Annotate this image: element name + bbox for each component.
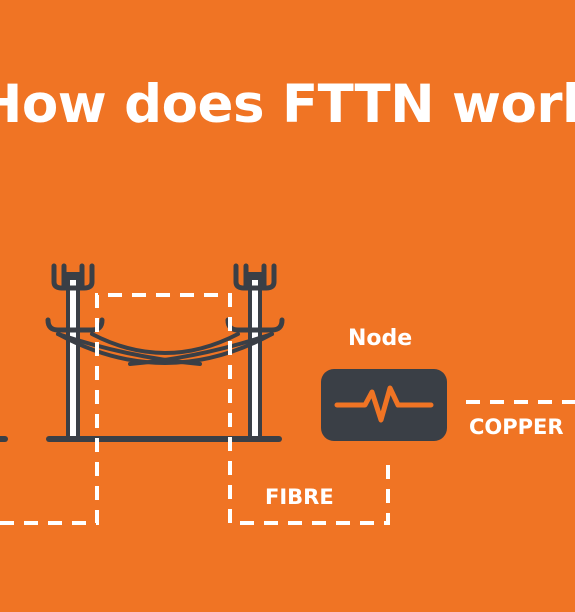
node-box-icon <box>321 369 447 441</box>
signal-wave-icon <box>334 385 434 423</box>
fibre-label: FIBRE <box>265 485 334 509</box>
fibre-dashed-line <box>0 293 390 525</box>
ground-stub <box>0 436 8 442</box>
page-title: How does FTTN work? <box>0 74 575 135</box>
left-power-pole-icon <box>45 263 105 438</box>
ground-line <box>46 436 282 442</box>
cable-lines <box>56 332 274 366</box>
copper-label: COPPER <box>469 415 564 439</box>
node-label: Node <box>348 326 413 351</box>
right-power-pole-icon <box>225 263 285 438</box>
